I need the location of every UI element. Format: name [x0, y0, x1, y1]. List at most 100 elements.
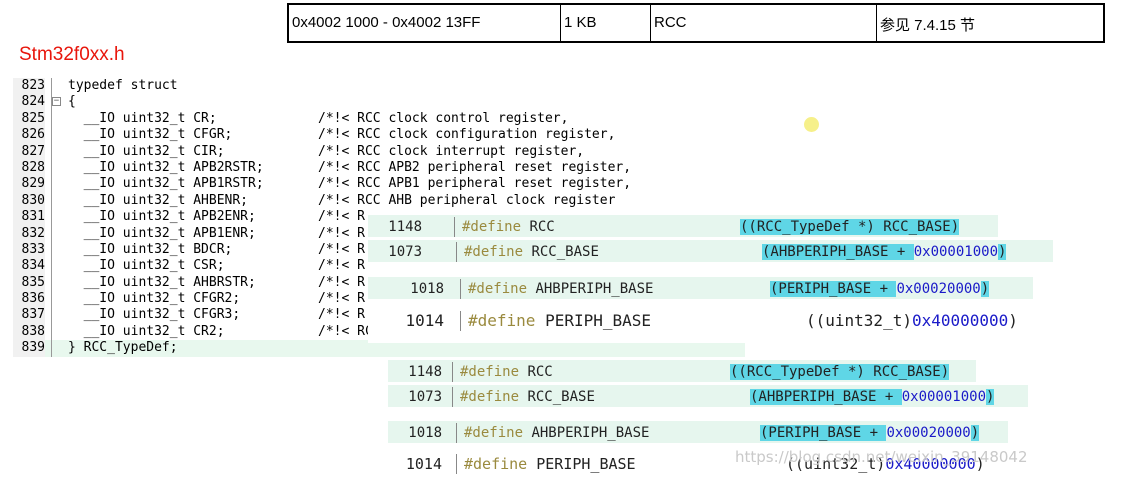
macro-name: AHBPERIPH_BASE [535, 281, 654, 297]
code-line[interactable]: 834 __IO uint32_t CSR; /*!< R [13, 258, 745, 275]
code-line[interactable]: 824−{ [13, 94, 745, 111]
gutter-divider [51, 159, 52, 177]
code-text: __IO uint32_t APB1RSTR; [68, 176, 264, 192]
code-line[interactable]: 825 __IO uint32_t CR;/*!< RCC clock cont… [13, 110, 745, 128]
code-text: __IO uint32_t CIR; [68, 143, 225, 159]
code-text: __IO uint32_t AHBENR; [68, 192, 249, 208]
code-line[interactable]: 830 __IO uint32_t AHBENR; /*!< RCC AHB pe… [13, 192, 745, 210]
closing-paren: ) [998, 244, 1007, 260]
macro-name: RCC_BASE [527, 389, 595, 405]
macro-value: (AHBPERIPH_BASE + 0x00001000) [762, 240, 1007, 264]
hex-literal: 0x00001000 [913, 244, 999, 260]
line-number: 827 [13, 143, 45, 160]
code-comment: /*!< RCC clock interrupt register, [318, 143, 585, 159]
macro-value: ((uint32_t)0x40000000) [786, 452, 985, 476]
define-statement: #define RCC [462, 215, 555, 239]
size-cell: 1 KB [561, 5, 651, 41]
preprocessor-directive: #define [464, 425, 524, 441]
line-number: 825 [13, 110, 45, 128]
line-number: 835 [13, 274, 45, 292]
code-text: typedef struct [68, 78, 178, 93]
gutter-divider [460, 311, 461, 331]
preprocessor-directive: #define [468, 281, 528, 297]
code-line[interactable]: 832 __IO uint32_t APB1ENR;/*!< R [13, 225, 745, 242]
code-text: __IO uint32_t BDCR; [68, 241, 233, 257]
macro-value: (AHBPERIPH_BASE + 0x00001000) [750, 385, 995, 409]
code-line[interactable]: 828 __IO uint32_t APB2RSTR;/*!< RCC APB2… [13, 159, 745, 177]
preprocessor-directive: #define [464, 244, 524, 260]
peripheral-cell: RCC [651, 5, 877, 41]
define-statement: #define RCC [460, 360, 553, 384]
define-line: 1018#define AHBPERIPH_BASE(PERIPH_BASE +… [368, 277, 1068, 301]
macro-name: AHBPERIPH_BASE [531, 425, 650, 441]
line-number: 830 [13, 192, 45, 210]
macro-expression: ((RCC_TypeDef *) RCC_BASE) [740, 219, 960, 235]
code-line[interactable]: 839} RCC_TypeDef; [13, 340, 745, 357]
code-text: __IO uint32_t CSR; [68, 258, 225, 274]
code-line[interactable]: 827 __IO uint32_t CIR; /*!< RCC clock int… [13, 143, 745, 160]
code-comment: /*!< R [318, 258, 365, 274]
gutter-divider [51, 307, 52, 324]
code-text: __IO uint32_t CFGR2; [68, 291, 241, 307]
cursor-highlight-dot [804, 117, 819, 132]
code-text: __IO uint32_t AHBRSTR; [68, 274, 256, 290]
define-line-number: 1014 [405, 455, 442, 473]
macro-name: RCC_BASE [531, 244, 599, 260]
gutter-divider [456, 242, 457, 262]
gutter-divider [51, 192, 52, 210]
define-statement: #define AHBPERIPH_BASE [464, 421, 649, 445]
macro-value: ((RCC_TypeDef *) RCC_BASE) [740, 215, 960, 239]
closing-paren: ) [1008, 311, 1018, 330]
code-line[interactable]: 831 __IO uint32_t APB2ENR; /*!< R [13, 209, 745, 226]
gutter-divider [51, 291, 52, 308]
line-number: 838 [13, 323, 45, 341]
gutter-divider [51, 225, 52, 242]
code-line[interactable]: 836 __IO uint32_t CFGR2;/*!< R [13, 291, 745, 308]
preprocessor-directive: #define [460, 389, 520, 405]
code-text: __IO uint32_t CFGR3; [68, 307, 241, 323]
line-number: 824 [13, 94, 45, 111]
code-text: __IO uint32_t APB1ENR; [68, 225, 256, 241]
define-panel-bottom: 1148#define RCC((RCC_TypeDef *) RCC_BASE… [388, 358, 1088, 478]
closing-paren: ) [986, 389, 995, 405]
code-line[interactable]: 829 __IO uint32_t APB1RSTR; /*!< RCC APB1… [13, 176, 745, 193]
code-comment: /*!< RCC clock configuration register, [318, 127, 616, 143]
line-number: 833 [13, 241, 45, 259]
code-line[interactable]: 837 __IO uint32_t CFGR3;/*!< R [13, 307, 745, 324]
code-comment: /*!< RCC AHB peripheral clock register [318, 192, 616, 208]
define-statement: #define RCC_BASE [460, 385, 595, 409]
gutter-divider [452, 362, 453, 382]
define-statement: #define AHBPERIPH_BASE [468, 277, 653, 301]
gutter-divider [51, 94, 52, 111]
macro-name: PERIPH_BASE [536, 455, 636, 473]
code-comment: /*!< R [318, 291, 365, 307]
define-panel-top: 1148#define RCC((RCC_TypeDef *) RCC_BASE… [368, 207, 1068, 343]
preprocessor-directive: #define [462, 219, 522, 235]
code-comment: /*!< RCC APB1 peripheral reset register, [318, 176, 632, 192]
line-number: 837 [13, 307, 45, 324]
code-line[interactable]: 833 __IO uint32_t BDCR;/*!< R [13, 241, 745, 259]
memory-map-row: 0x4002 1000 - 0x4002 13FF 1 KB RCC 参见 7.… [287, 3, 1105, 43]
gutter-divider [51, 340, 52, 357]
gutter-divider [460, 279, 461, 299]
define-line-number: 1018 [408, 425, 442, 441]
code-line[interactable]: 835 __IO uint32_t AHBRSTR;/*!< R [13, 274, 745, 292]
macro-expression: (AHBPERIPH_BASE + [762, 244, 914, 260]
macro-expression: ((uint32_t) [786, 455, 886, 473]
code-line[interactable]: 826 __IO uint32_t CFGR;/*!< RCC clock co… [13, 127, 745, 144]
macro-name: RCC [529, 219, 555, 235]
line-number: 831 [13, 209, 45, 226]
closing-paren: ) [980, 281, 990, 297]
define-line: 1014#define PERIPH_BASE((uint32_t)0x4000… [368, 309, 1068, 333]
line-number: 829 [13, 176, 45, 193]
code-text: __IO uint32_t APB2RSTR; [68, 159, 264, 175]
gutter-divider [456, 423, 457, 443]
code-comment: /*!< R [318, 209, 365, 225]
fold-toggle-icon[interactable]: − [52, 96, 61, 107]
line-number: 834 [13, 258, 45, 275]
hex-literal: 0x00001000 [901, 389, 987, 405]
macro-expression: ((uint32_t) [806, 311, 912, 330]
code-text: __IO uint32_t APB2ENR; [68, 209, 256, 225]
